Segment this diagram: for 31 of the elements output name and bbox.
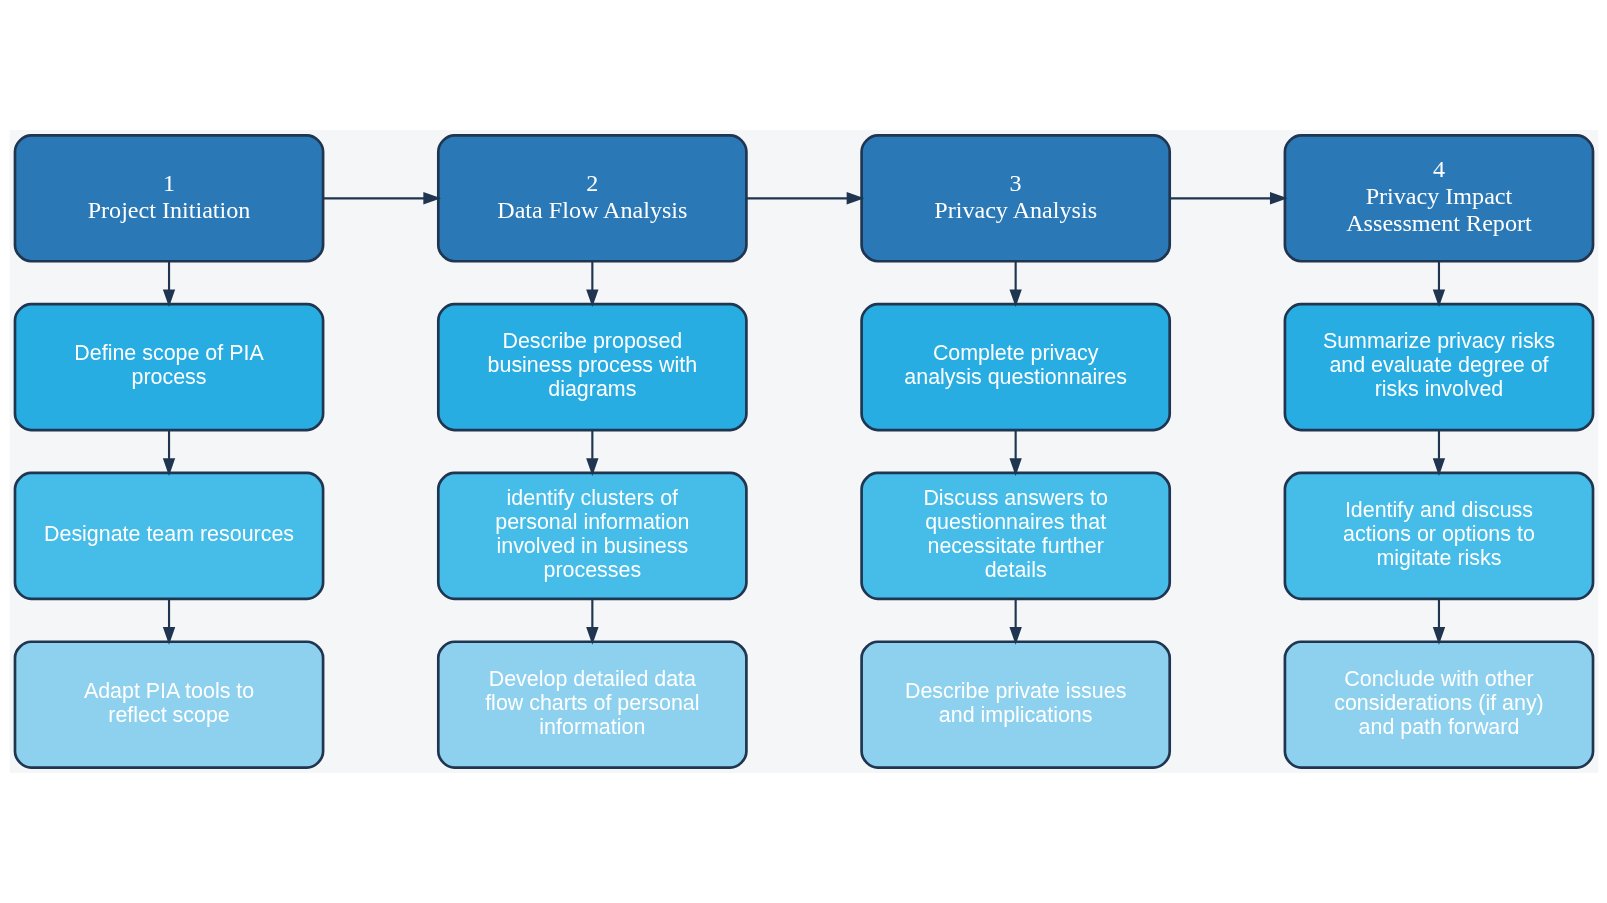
node-box: Discuss answers to questionnaires that necessitate further details xyxy=(859,471,1171,601)
arrow xyxy=(1169,192,1288,205)
arrow xyxy=(1432,261,1445,308)
node-box: identify clusters of personal information involved in business processes xyxy=(436,471,748,601)
node-box: Identify and discuss actions or options to migitate risks xyxy=(1283,471,1594,601)
node-box: Define scope of PIA process xyxy=(13,302,324,432)
arrow xyxy=(322,192,441,205)
node-box: Adapt PIA tools to reflect scope xyxy=(13,640,324,769)
arrow xyxy=(1008,261,1022,308)
node-box: Develop detailed data flow charts of personal information xyxy=(436,640,748,769)
arrow xyxy=(162,599,175,645)
node-box: Describe proposed business process with diagrams xyxy=(436,302,748,432)
node-box: Designate team resources xyxy=(13,471,324,601)
arrow xyxy=(1432,430,1445,476)
node-box: Conclude with other considerations (if any) and path forward xyxy=(1283,640,1594,769)
node-box: 4 Privacy Impact Assessment Report xyxy=(1283,134,1594,263)
node-box: 2 Data Flow Analysis xyxy=(436,134,748,263)
arrow xyxy=(162,430,175,476)
node-box: Summarize privacy risks and evaluate degree of risks involved xyxy=(1283,302,1594,432)
arrow xyxy=(162,261,175,308)
node-box: Complete privacy analysis questionnaires xyxy=(859,302,1171,432)
arrow xyxy=(1008,430,1022,476)
arrow xyxy=(1008,599,1022,645)
arrow xyxy=(585,430,599,476)
arrow xyxy=(746,192,864,205)
node-box: Describe private issues and implications xyxy=(859,640,1171,769)
node-box: 3 Privacy Analysis xyxy=(859,134,1171,263)
arrow xyxy=(1432,599,1445,645)
arrow xyxy=(585,261,599,308)
arrow xyxy=(585,599,599,645)
node-box: 1 Project Initiation xyxy=(13,134,324,263)
